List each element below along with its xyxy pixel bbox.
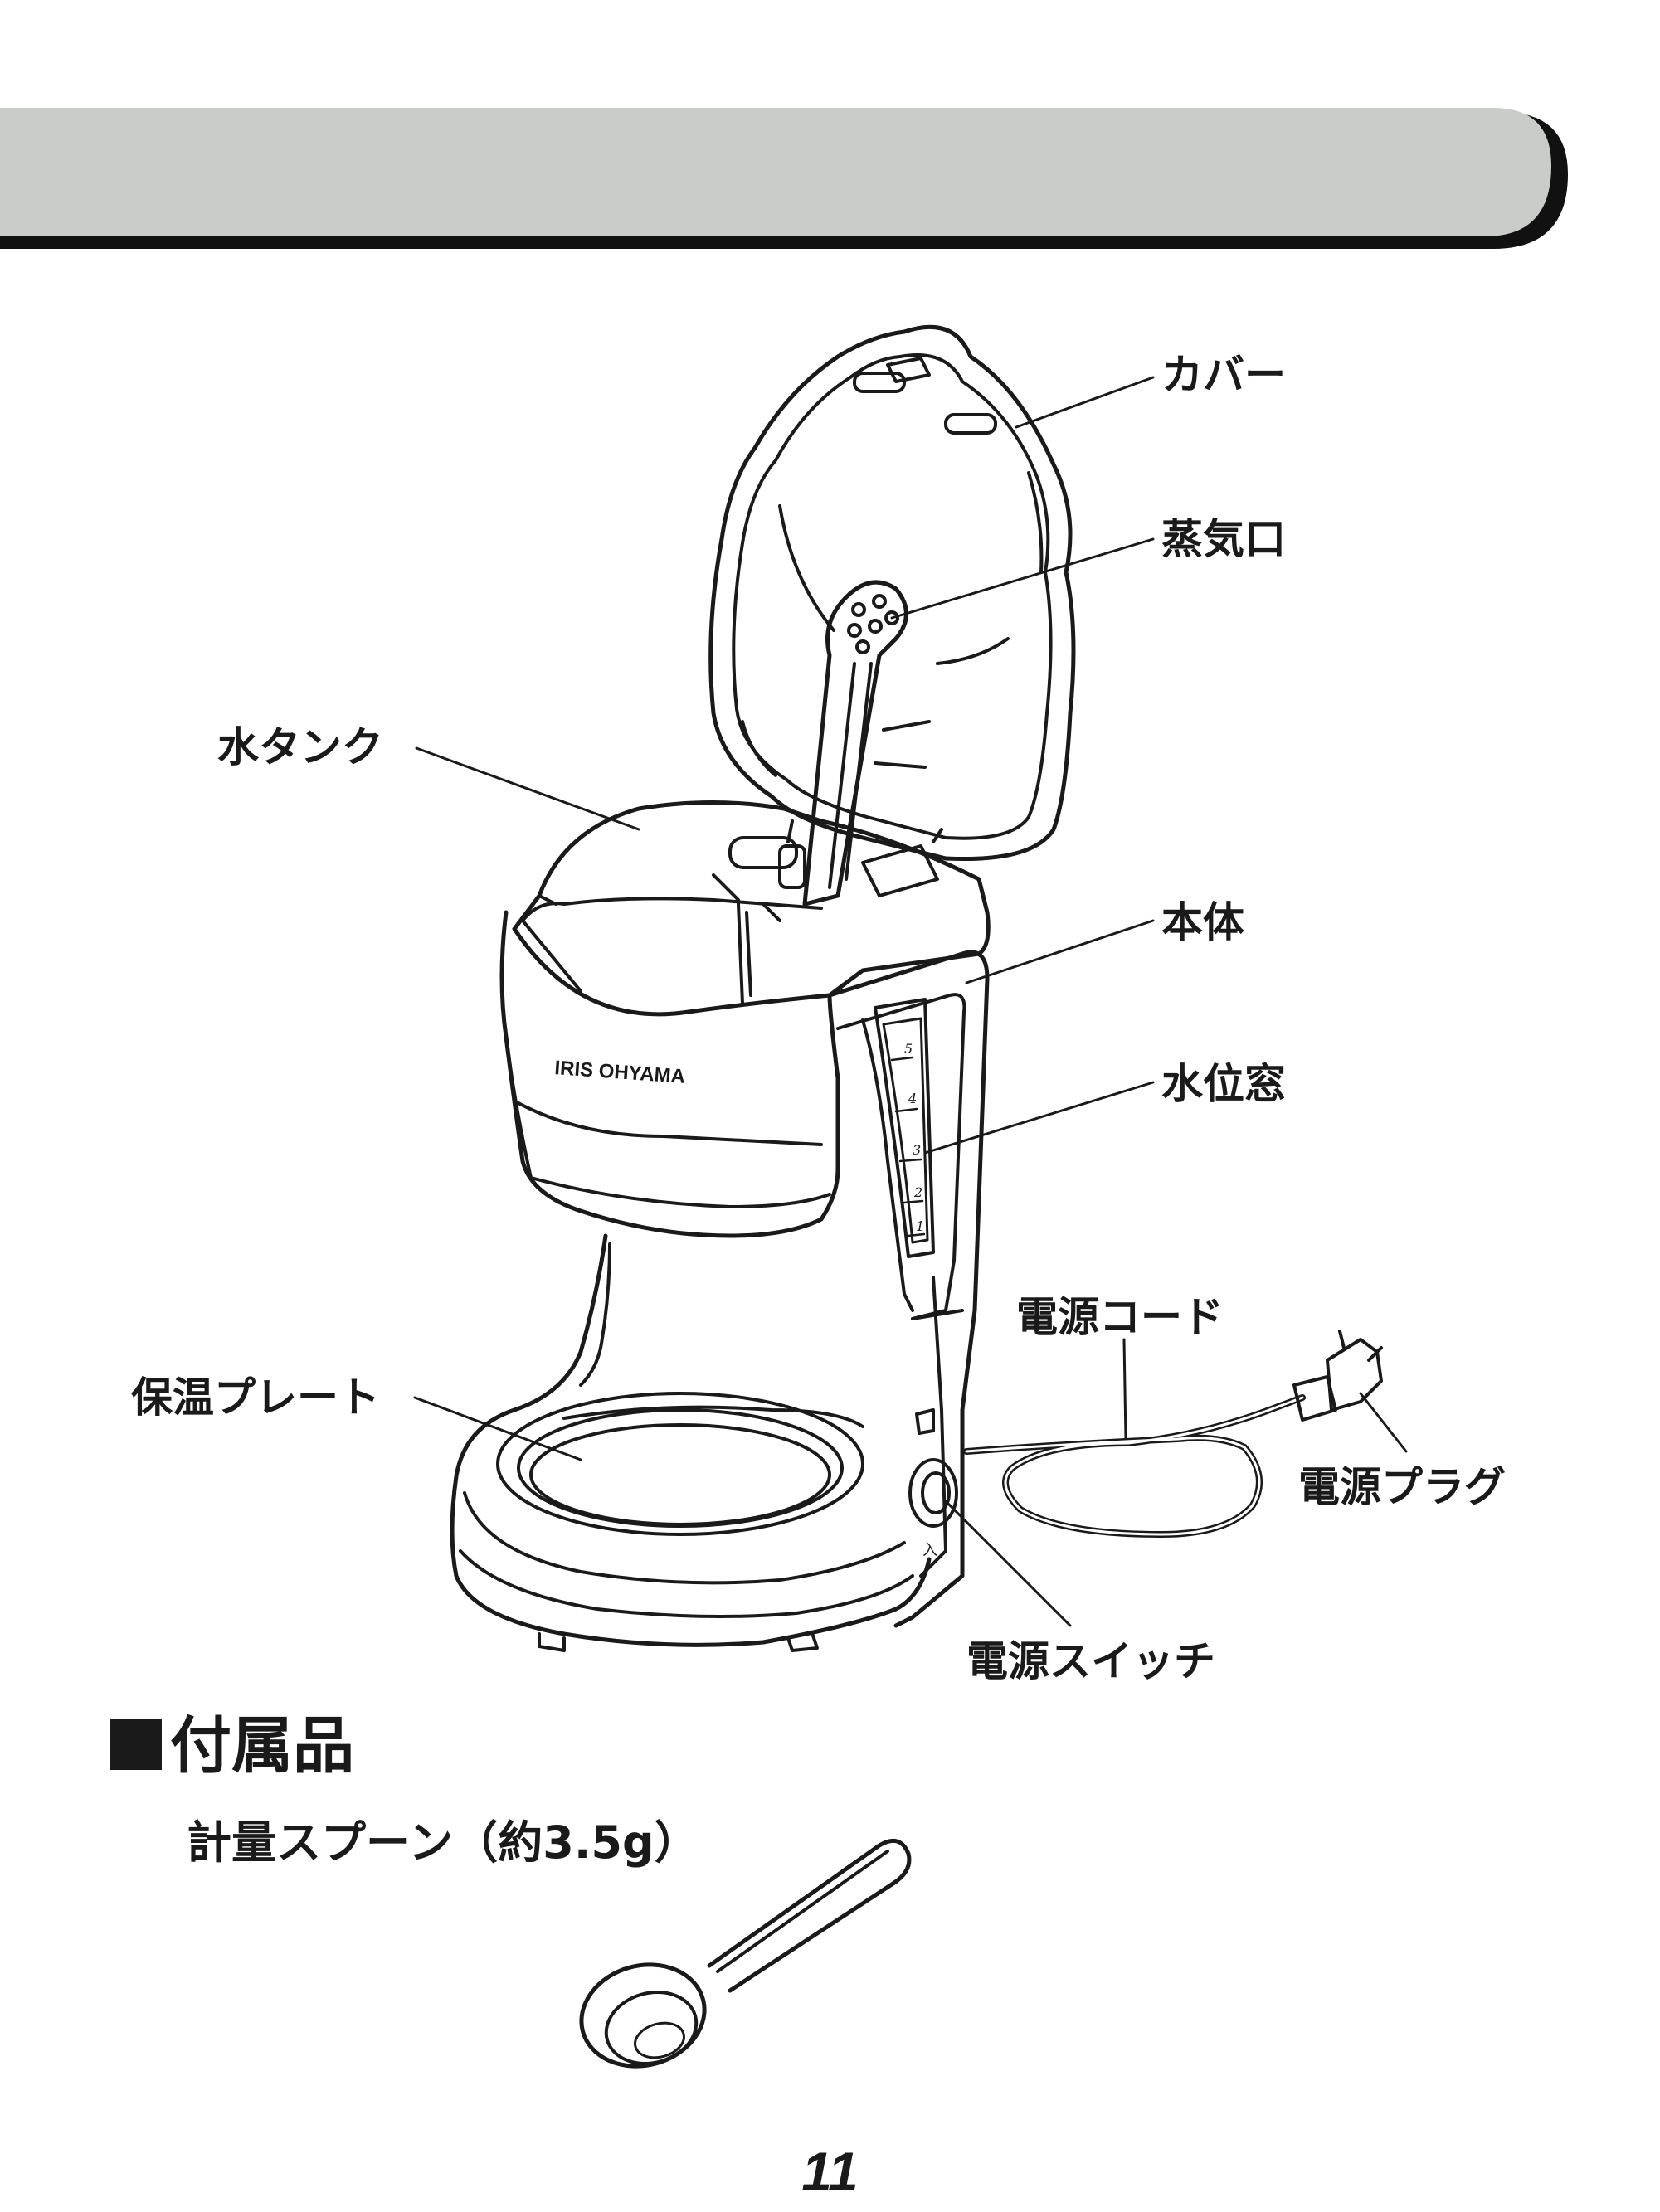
body-upper xyxy=(499,910,840,1238)
power-cord-and-plug xyxy=(963,1330,1383,1538)
hinge xyxy=(712,819,943,922)
base-and-warming-plate xyxy=(450,1233,958,1652)
label-power-cord: 電源コード xyxy=(1016,1293,1224,1341)
label-power-plug: 電源プラグ xyxy=(1298,1463,1506,1511)
scale-number: 4 xyxy=(908,1091,917,1106)
page-number: 11 xyxy=(801,2141,859,2202)
scale-number: 5 xyxy=(904,1041,913,1057)
cover-lid xyxy=(708,324,1076,862)
label-body: 本体 xyxy=(1161,898,1244,946)
square-bullet-icon xyxy=(110,1719,162,1770)
scale-number: 3 xyxy=(913,1142,921,1158)
scale-number: 2 xyxy=(913,1184,922,1200)
water-scale-numbers: 5 4 3 2 1 xyxy=(904,1041,924,1234)
accessories-heading-text: 付属品 xyxy=(170,1710,354,1782)
body-housing xyxy=(827,950,990,1628)
label-water-level-window: 水位窓 xyxy=(1161,1060,1286,1108)
label-power-switch: 電源スイッチ xyxy=(966,1637,1215,1685)
label-steam-vent: 蒸気口 xyxy=(1161,515,1286,563)
switch-mark: 入 xyxy=(922,1542,937,1559)
scale-number: 1 xyxy=(916,1218,924,1234)
header-band xyxy=(0,108,1568,249)
label-warming-plate: 保温プレート xyxy=(131,1373,380,1422)
water-tank xyxy=(512,800,991,1017)
measuring-spoon xyxy=(579,1838,912,2069)
label-cover: カバー xyxy=(1161,351,1286,399)
leader-lines xyxy=(413,376,1408,1627)
accessory-measuring-spoon-label: 計量スプーン（約3.5g） xyxy=(187,1816,699,1869)
accessories-heading: 付属品 xyxy=(110,1715,354,1777)
brand-logo: IRIS OHYAMA xyxy=(554,1057,686,1088)
label-water-tank: 水タンク xyxy=(217,723,383,771)
steam-vent-arm xyxy=(802,580,931,907)
